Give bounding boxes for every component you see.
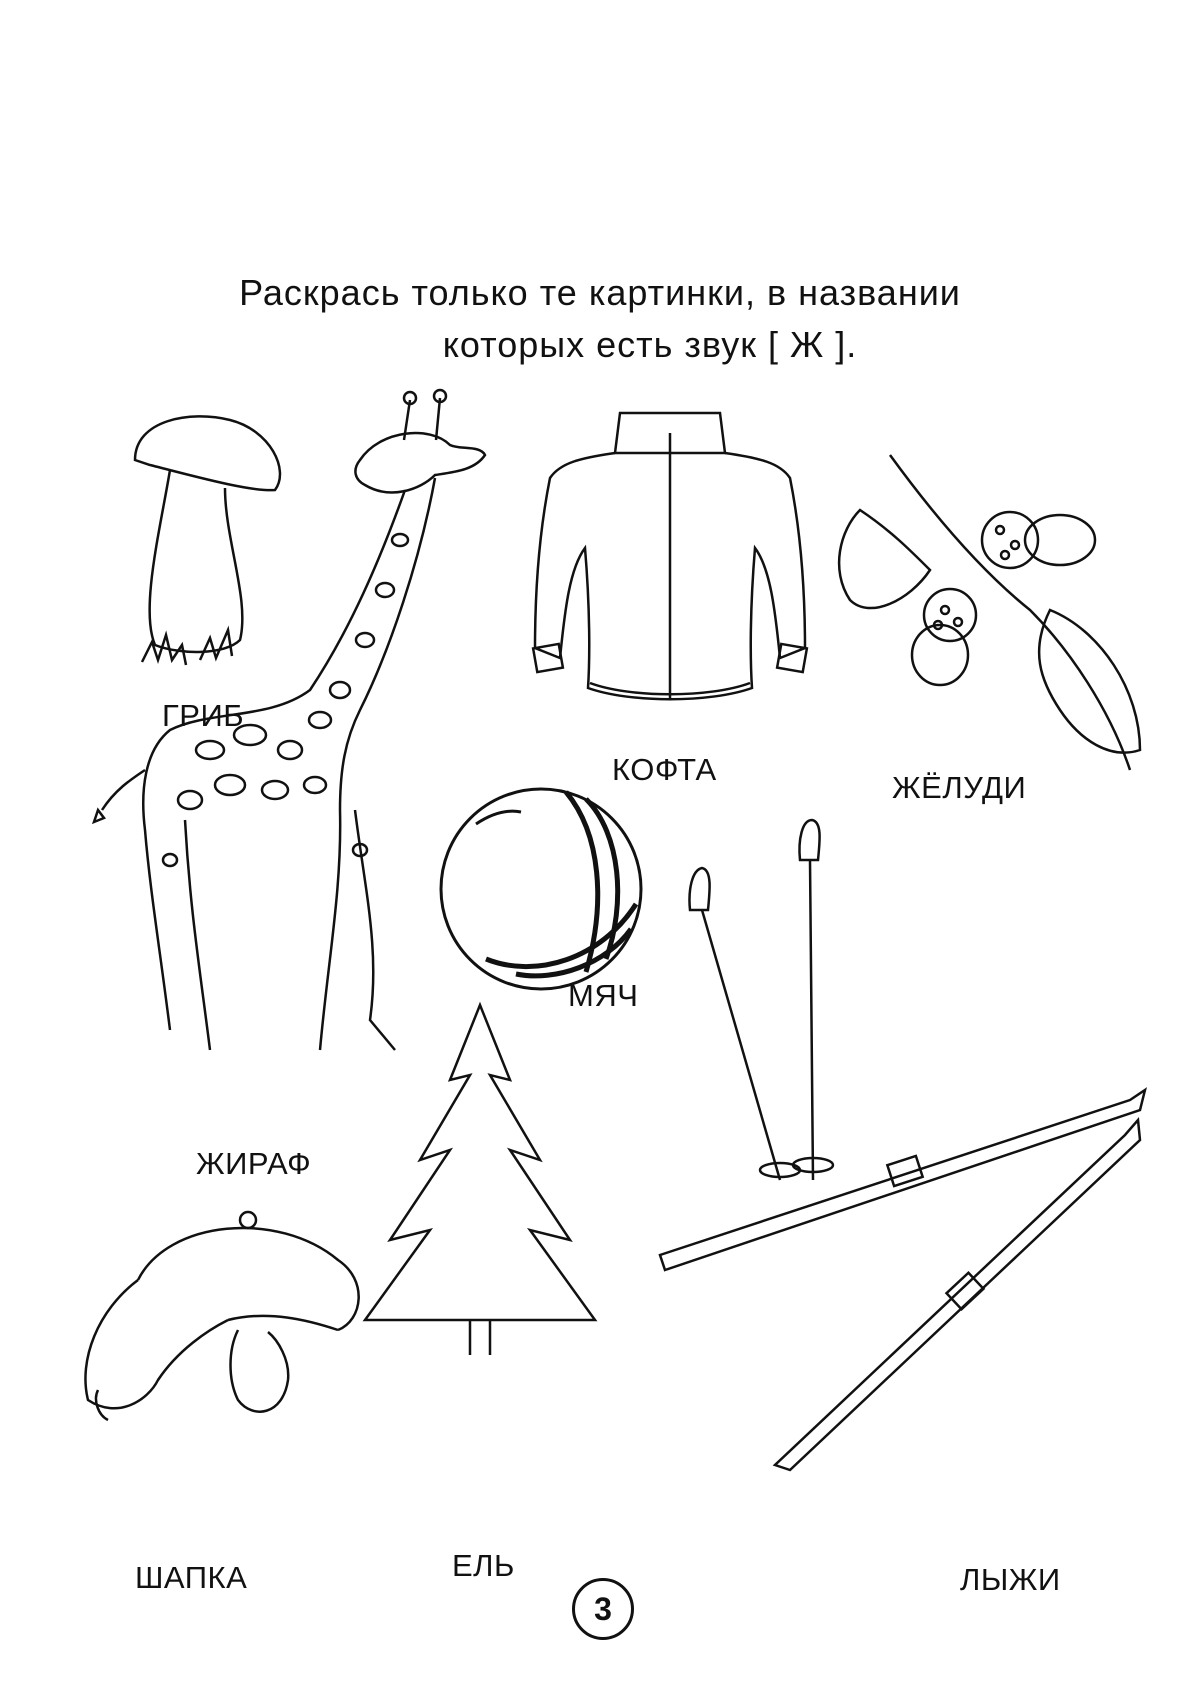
label-fir-tree: ЕЛЬ [452,1548,515,1583]
sweater-picture[interactable] [530,408,810,718]
page-number: 3 [572,1578,634,1640]
label-hat: ШАПКА [135,1560,248,1595]
label-giraffe: ЖИРАФ [196,1146,312,1181]
acorns-picture[interactable] [830,450,1150,780]
instruction-line-1: Раскрась только те картинки, в названии [239,272,961,313]
label-ball: МЯЧ [568,978,639,1013]
fir-tree-picture[interactable] [350,1000,610,1360]
label-sweater: КОФТА [612,752,717,787]
skis-picture[interactable] [660,1080,1150,1480]
label-skis: ЛЫЖИ [960,1562,1061,1597]
ball-picture[interactable] [436,784,646,994]
ski-poles-picture[interactable] [680,820,840,1200]
hat-picture[interactable] [78,1200,378,1440]
giraffe-picture[interactable] [90,390,500,1070]
instruction-line-2: которых есть звук [ Ж ]. [442,324,858,365]
mushroom-picture[interactable] [130,410,290,690]
label-acorns: ЖЁЛУДИ [892,770,1027,805]
